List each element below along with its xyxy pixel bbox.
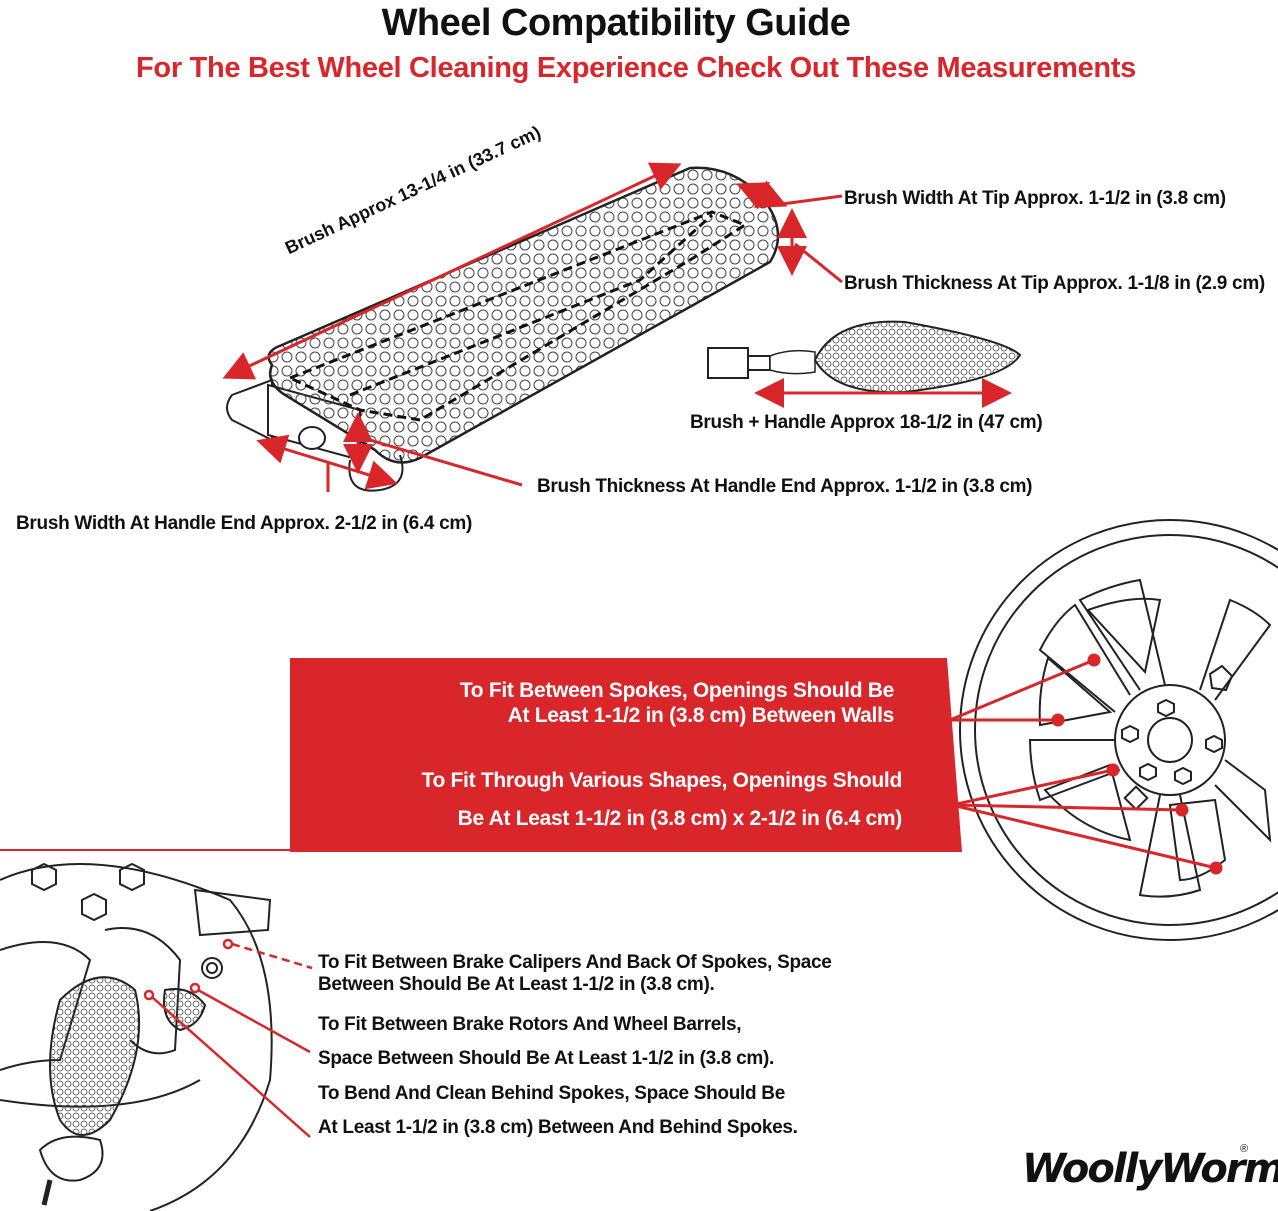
spokes-line-1: To Fit Between Spokes, Openings Should B… [459,679,894,702]
tip-width-label: Brush Width At Tip Approx. 1-1/2 in (3.8… [844,188,1226,209]
tip-thickness-label: Brush Thickness At Tip Approx. 1-1/8 in … [844,273,1265,294]
behind-spokes-note-line-2: At Least 1-1/2 in (3.8 cm) Between And B… [318,1117,798,1138]
behind-spokes-note-line-1: To Bend And Clean Behind Spokes, Space S… [318,1083,785,1104]
dimension-arrows [222,162,843,492]
calipers-note-line-2: Between Should Be At Least 1-1/2 in (3.8… [318,974,715,995]
brush-illustration [226,166,780,492]
tip-width-arrow [736,180,788,210]
shapes-line-1: To Fit Through Various Shapes, Openings … [421,769,903,792]
spokes-line-2: At Least 1-1/2 in (3.8 cm) Between Walls [507,704,895,727]
closeup-pointers [143,938,313,1138]
page-title: Wheel Compatibility Guide [381,2,851,44]
spoke-requirements-banner: To Fit Between Spokes, Openings Should B… [290,658,962,852]
rotors-note-line-2: Space Between Should Be At Least 1-1/2 i… [318,1048,774,1069]
shapes-line-2: Be At Least 1-1/2 in (3.8 cm) x 2-1/2 in… [457,807,903,830]
calipers-note-line-1: To Fit Between Brake Calipers And Back O… [318,952,832,973]
rotors-note-line-1: To Fit Between Brake Rotors And Wheel Ba… [318,1014,742,1035]
wheel-illustration [959,519,1278,941]
banner-pointers [949,653,1223,875]
closeup-illustration [0,862,273,1211]
handle-thickness-label: Brush Thickness At Handle End Approx. 1-… [537,476,1033,497]
page-subtitle: For The Best Wheel Cleaning Experience C… [135,52,1137,84]
registered-mark: ® [1240,1143,1249,1155]
brand-logo: WoollyWormit [1022,1146,1278,1192]
brush-handle-label: Brush + Handle Approx 18-1/2 in (47 cm) [690,412,1043,433]
length-arrow [222,162,682,380]
handle-width-label: Brush Width At Handle End Approx. 2-1/2 … [16,513,473,534]
small-brush-illustration [707,320,1022,394]
